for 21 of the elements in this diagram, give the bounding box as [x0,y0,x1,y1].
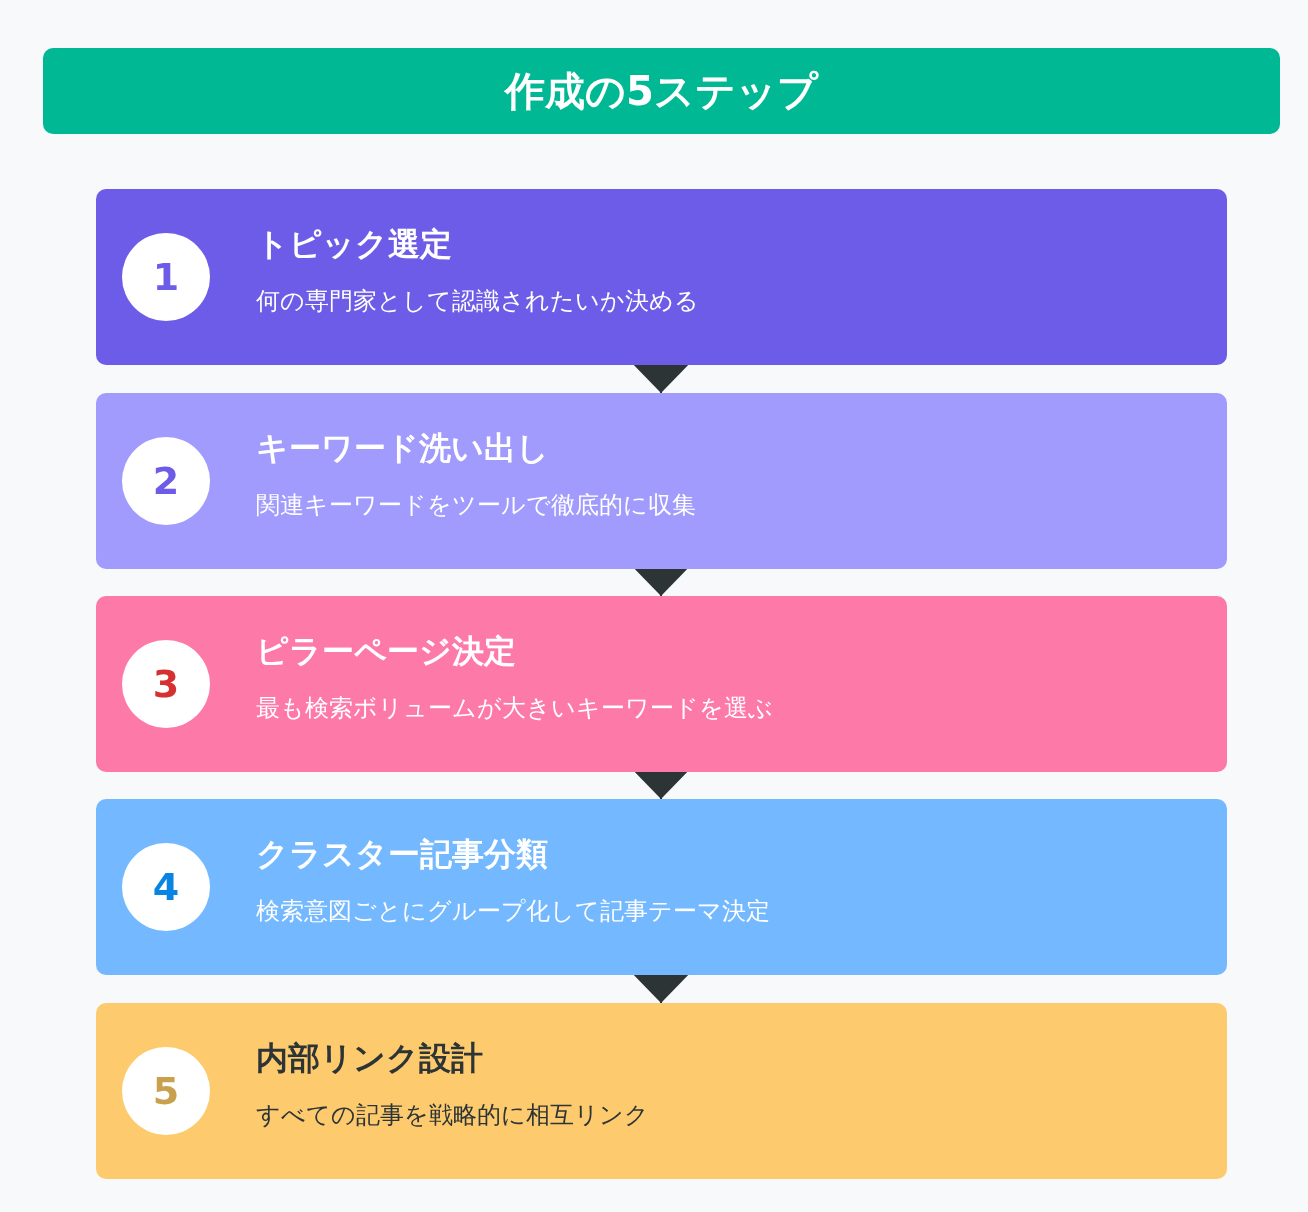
step-number-circle: 4 [122,843,210,931]
step-description: 何の専門家として認識されたいか決める [256,286,699,317]
step-heading: トピック選定 [256,224,452,265]
step-description: 最も検索ボリュームが大きいキーワードを選ぶ [256,693,773,724]
step-description: 検索意図ごとにグループ化して記事テーマ決定 [256,896,770,927]
step-heading: キーワード洗い出し [256,428,549,469]
step-number-circle: 5 [122,1047,210,1135]
step-heading: ピラーページ決定 [256,631,516,672]
step-card [96,393,1227,569]
step-card [96,189,1227,365]
title-banner: 作成の5ステップ [43,48,1280,134]
step-heading: 内部リンク設計 [256,1038,483,1079]
step-description: すべての記事を戦略的に相互リンク [256,1100,649,1131]
step-card [96,1003,1227,1179]
step-card [96,799,1227,975]
step-description: 関連キーワードをツールで徹底的に収集 [256,490,696,521]
step-card [96,596,1227,772]
step-number-circle: 2 [122,437,210,525]
step-number-circle: 1 [122,233,210,321]
step-number-circle: 3 [122,640,210,728]
step-heading: クラスター記事分類 [256,834,548,875]
